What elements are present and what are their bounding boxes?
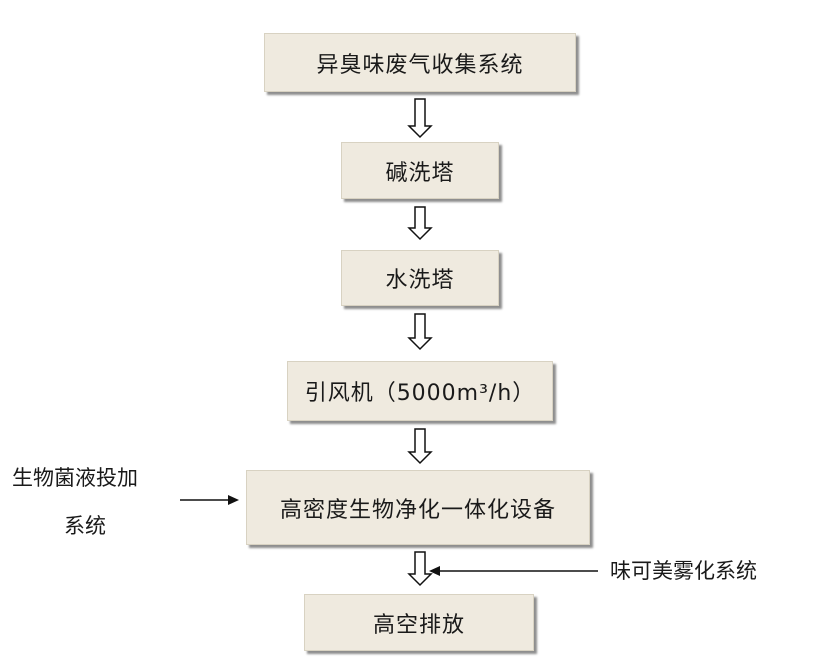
right-input-arrow	[429, 566, 598, 576]
right-input-label: 味可美雾化系统	[610, 559, 757, 583]
flow-arrow-1	[407, 98, 433, 139]
flow-arrow-3	[407, 313, 433, 351]
left-input-label-line2: 系统	[64, 514, 106, 538]
flow-arrow-5	[407, 551, 433, 587]
left-input-arrow	[180, 495, 239, 505]
step-bio-purification-unit: 高密度生物净化一体化设备	[246, 470, 590, 545]
step-high-altitude-discharge: 高空排放	[304, 594, 534, 651]
step-alkali-wash-tower: 碱洗塔	[341, 142, 499, 199]
step-odor-collection: 异臭味废气收集系统	[264, 33, 576, 92]
left-input-label-line1: 生物菌液投加	[12, 466, 138, 490]
flow-arrow-2	[407, 206, 433, 241]
step-induced-draft-fan: 引风机（5000m³/h）	[287, 361, 553, 421]
flow-arrow-4	[407, 428, 433, 465]
step-water-wash-tower: 水洗塔	[341, 250, 499, 306]
